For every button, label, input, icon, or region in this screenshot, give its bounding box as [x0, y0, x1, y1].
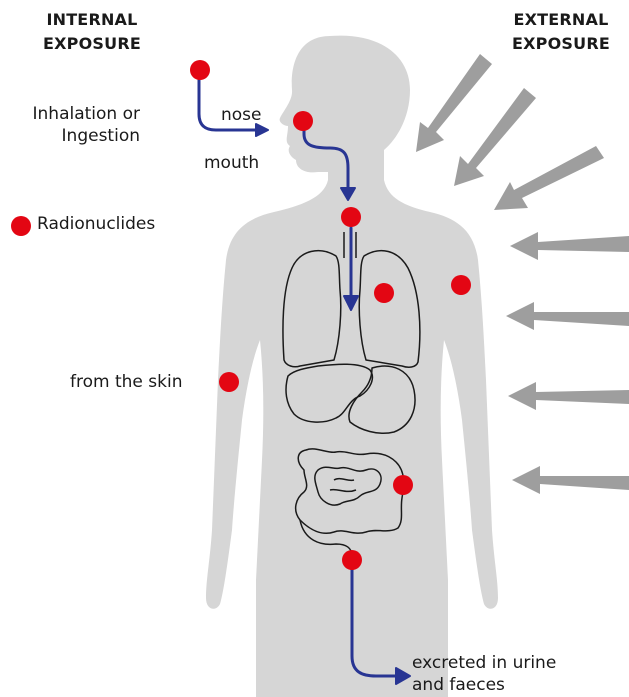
external-arrow-1 [416, 54, 492, 152]
radionuclide-dot-lung [374, 283, 394, 303]
inhalation-ingestion-label: Inhalation or Ingestion [10, 103, 140, 147]
external-arrow-2 [454, 88, 536, 186]
radionuclide-dot-intestine [393, 475, 413, 495]
skin-label: from the skin [70, 371, 182, 393]
inhalation-line2: Ingestion [10, 125, 140, 147]
external-arrow-4 [510, 232, 629, 260]
radionuclide-dot-intake [190, 60, 210, 80]
inhalation-line1: Inhalation or [10, 103, 140, 125]
radionuclide-dot-rectum [342, 550, 362, 570]
mouth-label: mouth [204, 152, 259, 174]
excreted-label: excreted in urine and faeces [412, 652, 556, 696]
external-arrow-3 [494, 146, 604, 210]
excreted-line2: and faeces [412, 674, 556, 696]
excreted-line1: excreted in urine [412, 652, 556, 674]
radionuclide-dot-nose [293, 111, 313, 131]
external-arrow-7 [512, 466, 629, 494]
radionuclide-dot-shoulder [451, 275, 471, 295]
radionuclide-dot-legend [11, 216, 31, 236]
radionuclides-label: Radionuclides [37, 213, 155, 235]
nose-label: nose [221, 104, 262, 126]
external-arrow-6 [508, 382, 629, 410]
external-arrow-5 [506, 302, 629, 330]
radionuclide-dot-skin [219, 372, 239, 392]
radionuclide-dot-throat [341, 207, 361, 227]
